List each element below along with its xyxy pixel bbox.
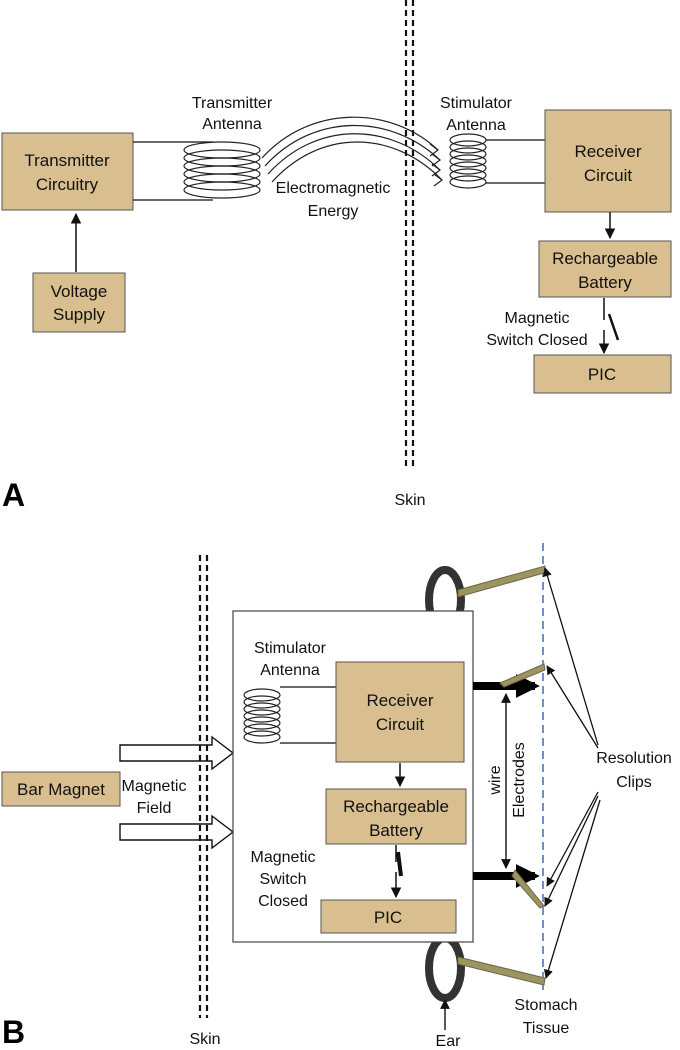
battery-label-b-2: Battery — [369, 821, 423, 840]
electromagnetic-energy-arcs — [261, 116, 443, 187]
magnetic-field-arrow-bottom — [119, 814, 235, 850]
battery-label-a-2: Battery — [578, 273, 632, 292]
transmitter-circuitry-label-1: Transmitter — [24, 151, 110, 170]
magnetic-field-label-1: Magnetic — [122, 778, 187, 795]
magnetic-switch-label-b-3: Closed — [258, 893, 308, 910]
receiver-circuit-label-a-1: Receiver — [574, 142, 641, 161]
battery-label-a-1: Rechargeable — [552, 249, 658, 268]
transmitter-antenna-coil — [183, 141, 261, 199]
receiver-circuit-box-b — [335, 661, 465, 763]
switch-lever-a — [607, 313, 620, 341]
ear-loop-bottom — [425, 934, 465, 1002]
transmitter-circuitry-box — [1, 132, 134, 211]
stimulator-antenna-label-a-2: Antenna — [446, 117, 506, 134]
clip-top-electrode — [499, 663, 546, 688]
magnetic-field-label-2: Field — [137, 800, 172, 817]
pic-label-a: PIC — [588, 365, 616, 384]
resolution-clips — [457, 565, 546, 986]
pic-box-a — [533, 354, 672, 394]
clip-top-loop — [457, 565, 546, 598]
panel-a-letter: A — [2, 477, 25, 513]
receiver-circuit-box-a — [544, 109, 672, 213]
receiver-circuit-label-a-2: Circuit — [584, 166, 632, 185]
stimulator-antenna-label-b-1: Stimulator — [254, 640, 327, 657]
voltage-supply-label-2: Supply — [53, 305, 105, 324]
voltage-supply-label-1: Voltage — [51, 282, 108, 301]
skin-label-a: Skin — [394, 492, 425, 509]
transmitter-antenna-label-2: Antenna — [202, 116, 262, 133]
stimulator-antenna-label-b-2: Antenna — [260, 662, 320, 679]
pic-box-b — [320, 899, 457, 934]
switch-lever-b — [396, 851, 403, 877]
receiver-circuit-label-b-2: Circuit — [376, 715, 424, 734]
panel-b: B Bar Magnet Magnetic Field Skin Stimula — [1, 543, 672, 1050]
stomach-tissue-label-1: Stomach — [514, 997, 577, 1014]
stomach-tissue-label-2: Tissue — [523, 1020, 570, 1037]
ear-label: Ear — [436, 1033, 462, 1050]
transmitter-antenna-label-1: Transmitter — [192, 95, 273, 112]
resolution-clips-label-2: Clips — [616, 774, 652, 791]
em-energy-label-2: Energy — [308, 203, 359, 220]
magnetic-switch-label-b-2: Switch — [259, 871, 306, 888]
transmitter-wires — [133, 141, 213, 201]
stimulator-wires-a — [486, 139, 545, 184]
stimulator-antenna-coil-b — [243, 688, 281, 744]
receiver-circuit-label-b-1: Receiver — [366, 691, 433, 710]
battery-box-b — [325, 788, 467, 845]
magnetic-field-arrow-top — [119, 735, 235, 771]
magnetic-switch-label-a-1: Magnetic — [505, 310, 570, 327]
panel-a: A Transmitter Circuitry Voltage Supply T… — [1, 0, 672, 513]
electrodes-label: Electrodes — [511, 742, 528, 818]
wire-label: wire — [487, 765, 504, 795]
stimulator-antenna-label-a-1: Stimulator — [440, 95, 513, 112]
panel-b-letter: B — [2, 1014, 25, 1050]
transmitter-circuitry-label-2: Circuitry — [36, 175, 99, 194]
magnetic-switch-label-a-2: Switch Closed — [486, 332, 587, 349]
clip-bottom-electrode — [511, 869, 545, 909]
pic-label-b: PIC — [374, 908, 402, 927]
skin-label-b: Skin — [189, 1031, 220, 1048]
voltage-supply-box — [32, 272, 126, 333]
battery-box-a — [538, 240, 672, 298]
bar-magnet-label: Bar Magnet — [17, 780, 105, 799]
resolution-clips-label-1: Resolution — [596, 750, 672, 767]
battery-label-b-1: Rechargeable — [343, 797, 449, 816]
em-energy-label-1: Electromagnetic — [276, 180, 391, 197]
resolution-clips-callouts — [542, 567, 601, 979]
stimulator-wires-b — [280, 686, 336, 744]
stimulator-antenna-coil-a — [449, 133, 487, 189]
bar-magnet-box — [1, 771, 121, 807]
clip-bottom-loop — [457, 956, 546, 986]
magnetic-switch-label-b-1: Magnetic — [251, 849, 316, 866]
